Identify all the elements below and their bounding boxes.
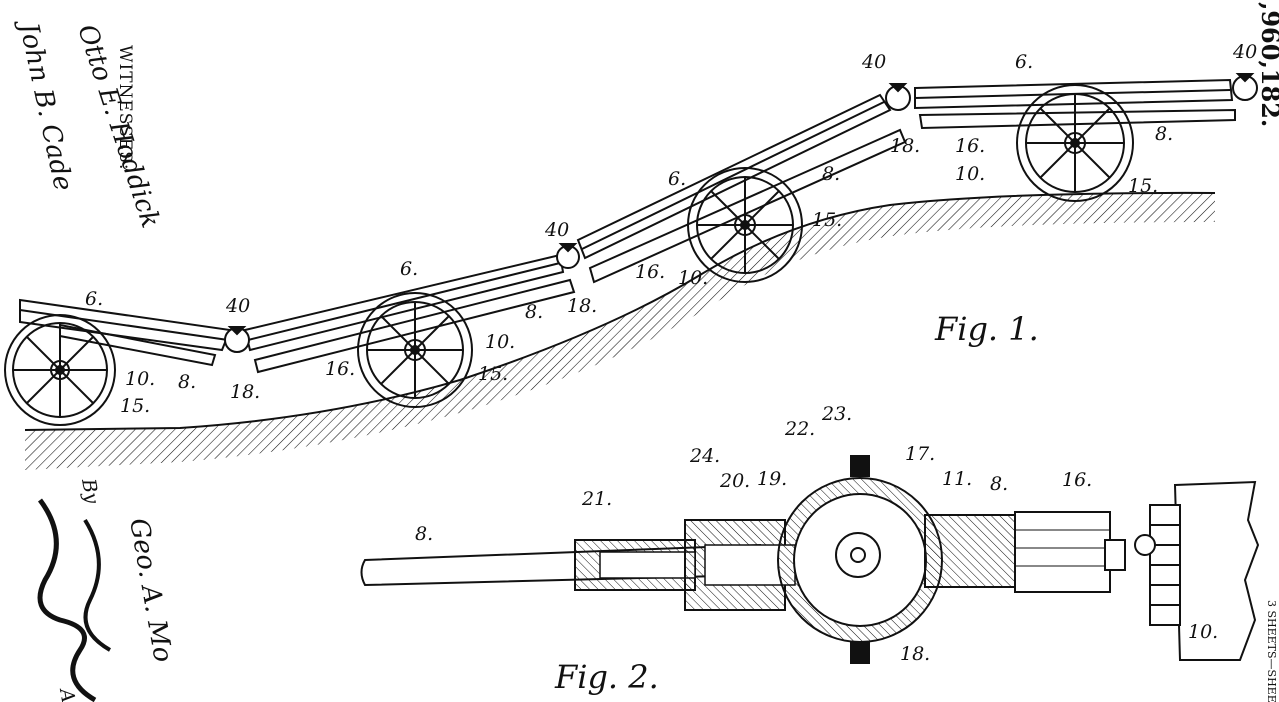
- ref-link: 16.: [325, 358, 355, 380]
- wheel: [688, 168, 802, 282]
- ref-wheel: 15.: [120, 395, 150, 417]
- attorney-signature-scrawl: [40, 500, 95, 700]
- ref-sleeve: 19.: [757, 468, 787, 490]
- wheel: [5, 315, 115, 425]
- ref-ball: 11.: [942, 468, 972, 490]
- link-body: [925, 515, 1020, 587]
- inventor-signature: Geo. A. Mo: [123, 516, 178, 664]
- ref-joint: 18.: [230, 381, 260, 403]
- ref-draw-bar: 8.: [525, 301, 543, 323]
- ref-coupling: 40: [544, 219, 569, 241]
- ref-car: 6.: [668, 168, 686, 190]
- ref-link: 16.: [1062, 469, 1092, 491]
- wheel: [1017, 85, 1133, 201]
- ref-axle: 10.: [485, 331, 515, 353]
- ref-draw-bar: 8.: [178, 371, 196, 393]
- ref-axle: 10.: [955, 163, 985, 185]
- ref-link: 16.: [955, 135, 985, 157]
- ref-pin: 17.: [905, 443, 935, 465]
- ref-socket: 18.: [900, 643, 930, 665]
- attorney-prefix: By: [77, 476, 103, 505]
- ref-coupling: 40: [861, 51, 886, 73]
- ref-axle: 10.: [678, 267, 708, 289]
- figure-2: 8. 21. 24. 20. 19. 22. 23. 17. 11. 8. 16…: [362, 403, 1126, 696]
- ref-wheel: 15.: [1128, 175, 1158, 197]
- witness-block: WITNESSES: Otto E. Hoddick John B. Cade: [12, 15, 165, 231]
- ref-joint: 18.: [567, 295, 597, 317]
- wheel: [358, 293, 472, 407]
- ref-cover: 23.: [821, 403, 852, 425]
- ref-coupling: 40: [225, 295, 250, 317]
- ref-wheel: 15.: [812, 209, 842, 231]
- figure-1-label: Fig. 1.: [934, 310, 1039, 348]
- ref-wheel: 15.: [478, 363, 508, 385]
- ref-draw-bar: 8.: [1155, 123, 1173, 145]
- figure-1: 6. 6. 6. 6. 40 40 40 40 8. 8. 8. 8. 10. …: [5, 41, 1257, 470]
- ref-nut: 24.: [689, 445, 720, 467]
- sheet-count-fragment: 3 SHEETS—SHEET 1.: [1265, 600, 1278, 702]
- ref-joint: 18.: [890, 135, 920, 157]
- ref-bar: 8.: [415, 523, 433, 545]
- ref-axle: 10.: [1188, 621, 1218, 643]
- ref-plunger: 20.: [719, 470, 750, 492]
- ref-car: 6.: [1015, 51, 1033, 73]
- attorney-line-fragment: A: [55, 685, 79, 702]
- figure-2-label: Fig. 2.: [554, 658, 659, 696]
- ref-bar: 8.: [990, 473, 1008, 495]
- witness-signature: John B. Cade: [12, 15, 78, 193]
- ref-cap: 22.: [784, 418, 815, 440]
- ref-tube: 21.: [581, 488, 612, 510]
- patent-number-fragment: ,960,182.: [1256, 2, 1279, 127]
- ref-draw-bar: 8.: [822, 163, 840, 185]
- ref-car: 6.: [400, 258, 418, 280]
- ref-car: 6.: [85, 288, 103, 310]
- ref-coupling: 40: [1232, 41, 1257, 63]
- ref-axle: 10.: [125, 368, 155, 390]
- ref-link: 16.: [635, 261, 665, 283]
- inventor-block: By Geo. A. Mo A: [40, 476, 178, 702]
